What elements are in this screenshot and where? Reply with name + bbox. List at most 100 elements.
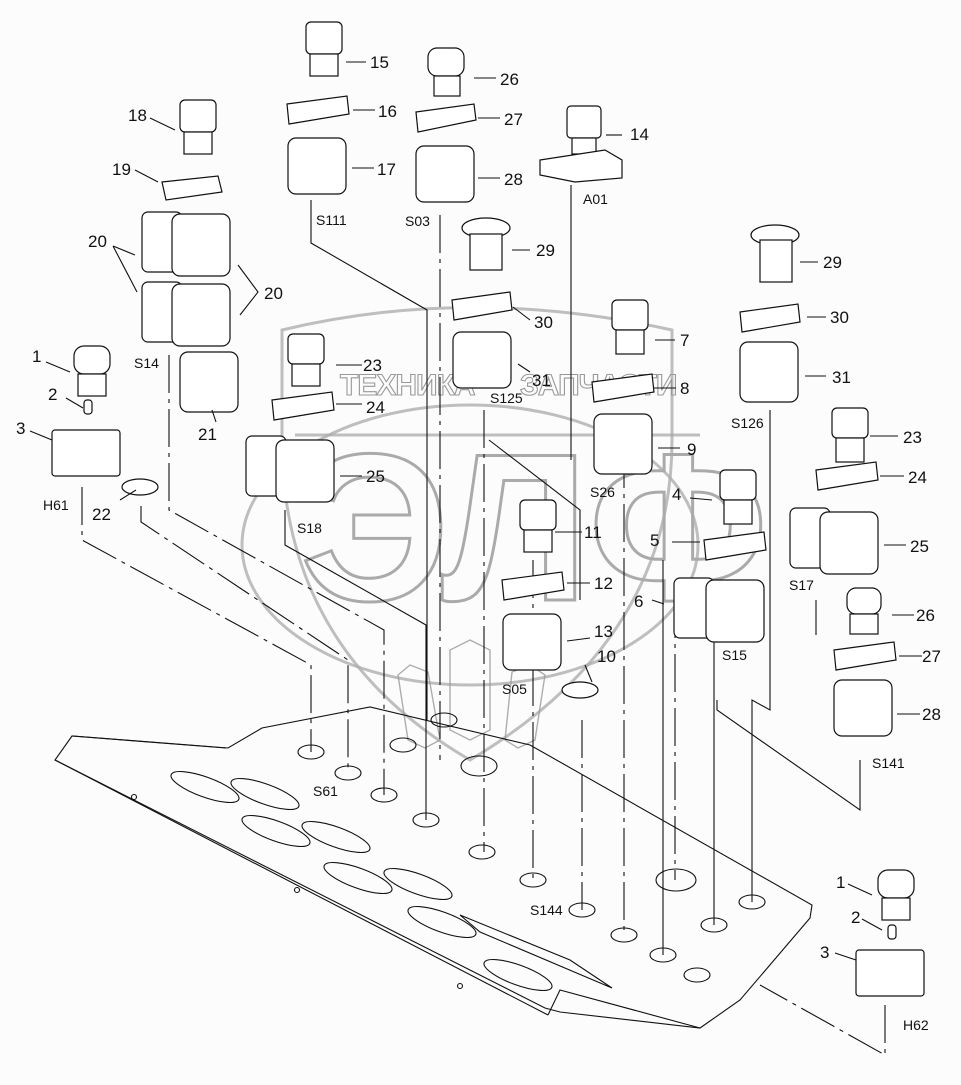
- callout-1b: 1: [836, 873, 845, 892]
- callout-labels: 15 16 17 26 27 28 14 18 19 20 20 29 29 3…: [16, 53, 941, 962]
- adapter-19: [161, 175, 223, 201]
- bulb-2: [83, 399, 93, 415]
- ref-s61: S61: [313, 783, 338, 799]
- callout-29b: 29: [823, 253, 842, 272]
- parts: [51, 21, 925, 997]
- callout-20-left: 20: [88, 232, 107, 251]
- callout-2: 2: [48, 385, 57, 404]
- adapter-16: [286, 95, 350, 125]
- callout-3b: 3: [820, 943, 829, 962]
- callout-29: 29: [536, 241, 555, 260]
- callout-2b: 2: [851, 908, 860, 927]
- wheat-emblem-icon: [397, 639, 546, 749]
- callout-24b: 24: [908, 468, 927, 487]
- contact-block-21: [179, 351, 239, 413]
- callout-26: 26: [500, 70, 519, 89]
- callout-14: 14: [630, 125, 649, 144]
- assembly-lines: [81, 185, 886, 1056]
- callout-28b: 28: [922, 705, 941, 724]
- lamp-holder-3: [51, 429, 121, 477]
- ref-s15: S15: [722, 647, 747, 663]
- rotary-selector-23b: [831, 407, 869, 463]
- bulb-2b: [887, 924, 897, 940]
- ref-s03: S03: [405, 213, 430, 229]
- rotary-selector-15: [305, 21, 343, 77]
- callout-7: 7: [680, 331, 689, 350]
- callout-31: 31: [532, 371, 551, 390]
- contact-block-9: [593, 413, 653, 475]
- adapter-5: [703, 531, 767, 561]
- callout-6: 6: [634, 592, 643, 611]
- contact-block-17: [287, 137, 347, 195]
- adapter-27b: [833, 641, 897, 671]
- ref-s125: S125: [490, 390, 523, 406]
- callout-19: 19: [112, 160, 131, 179]
- callout-21: 21: [198, 425, 217, 444]
- ref-s141: S141: [872, 755, 905, 771]
- ref-h61: H61: [43, 497, 69, 513]
- callout-17: 17: [377, 160, 396, 179]
- ref-s26: S26: [590, 484, 615, 500]
- ref-s17: S17: [789, 577, 814, 593]
- rotary-selector-7: [611, 299, 649, 355]
- rotary-selector-23: [287, 333, 325, 387]
- ref-s126: S126: [731, 415, 764, 431]
- callout-20-right: 20: [264, 284, 283, 303]
- callout-9: 9: [687, 440, 696, 459]
- contact-block-25b: [789, 507, 879, 575]
- ref-s05: S05: [502, 681, 527, 697]
- callout-23: 23: [363, 356, 382, 375]
- callout-10: 10: [597, 647, 616, 666]
- pushbutton-26b: [846, 587, 882, 635]
- slot-holes: [170, 770, 613, 992]
- lamp-holder-3b: [855, 949, 925, 997]
- pilot-light-1: [73, 345, 111, 397]
- callout-25b: 25: [910, 537, 929, 556]
- plug-22: [121, 478, 159, 496]
- contact-block-25: [245, 435, 335, 503]
- contact-block-6: [673, 577, 765, 643]
- callout-25: 25: [366, 467, 385, 486]
- contact-block-20: [141, 211, 231, 347]
- rotary-selector-18: [179, 99, 217, 155]
- adapter-24: [271, 391, 335, 421]
- callout-27b: 27: [922, 647, 941, 666]
- ref-h62: H62: [903, 1017, 929, 1033]
- callout-30b: 30: [830, 308, 849, 327]
- adapter-24b: [815, 461, 879, 491]
- callout-11: 11: [584, 523, 602, 542]
- contact-block-31b: [739, 341, 799, 403]
- emergency-button-29: [461, 217, 511, 271]
- callout-16: 16: [378, 102, 397, 121]
- panel-outline: [54, 706, 813, 1029]
- callout-24: 24: [366, 398, 385, 417]
- callout-15: 15: [370, 53, 389, 72]
- plug-10: [561, 681, 599, 699]
- callout-leaders: [29, 61, 922, 961]
- callout-3: 3: [16, 419, 25, 438]
- callout-1: 1: [32, 347, 41, 366]
- adapter-27: [415, 103, 477, 133]
- ref-s111: S111: [316, 212, 347, 228]
- rotary-selector-11: [519, 499, 557, 553]
- callout-31b: 31: [832, 368, 851, 387]
- callout-26b: 26: [916, 606, 935, 625]
- reference-designators: S111 S03 A01 S14 S125 S126 H61 S26 S18 S…: [43, 191, 929, 1033]
- callout-28: 28: [504, 170, 523, 189]
- callout-13: 13: [594, 622, 613, 641]
- adapter-8: [591, 373, 655, 403]
- callout-27: 27: [504, 110, 523, 129]
- contact-block-28b: [833, 679, 893, 737]
- pilot-light-1b: [877, 869, 915, 921]
- callout-4: 4: [672, 485, 681, 504]
- round-holes: [130, 712, 766, 990]
- adapter-30b: [739, 303, 801, 333]
- ref-a01: A01: [583, 191, 608, 207]
- ref-s144: S144: [530, 902, 563, 918]
- contact-block-13: [502, 613, 562, 671]
- callout-12: 12: [594, 574, 613, 593]
- ref-s14: S14: [134, 355, 159, 371]
- contact-block-28: [415, 145, 475, 203]
